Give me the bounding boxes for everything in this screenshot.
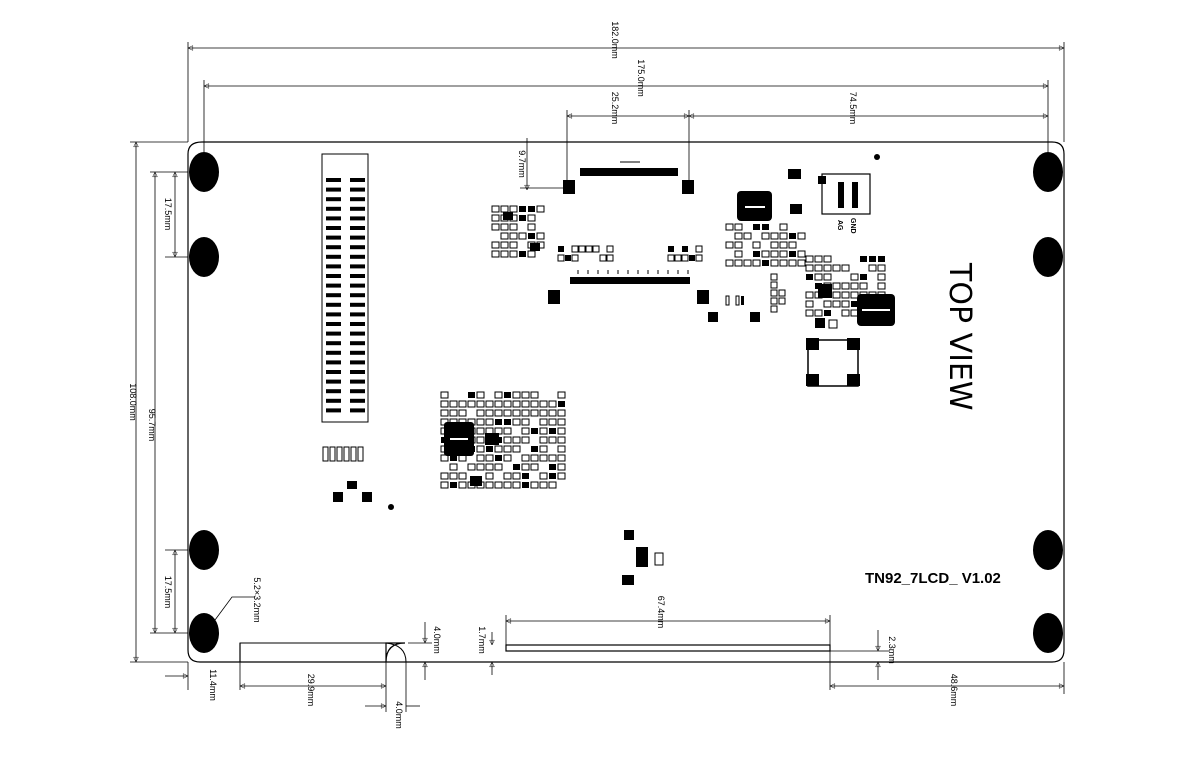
board-name: TN92_7LCD_ V1.02: [865, 570, 1001, 587]
dim-fpc-offset: 1.7mm: [477, 626, 487, 654]
dim-overall-height: 108.0mm: [128, 383, 138, 421]
dim-fpc-right: 48.6mm: [949, 674, 959, 707]
dim-fpc-width: 67.4mm: [656, 596, 666, 629]
bottom-fpc-slot: [505, 644, 831, 652]
bottom-notch: [239, 642, 407, 663]
dim-hole-pitch-bottom: 17.5mm: [163, 576, 173, 609]
dim-hole-span-x: 175.0mm: [636, 59, 646, 97]
dim-notch-height: 4.0mm: [432, 626, 442, 654]
dim-connector-height: 9.7mm: [517, 150, 527, 178]
dim-fpc-gap: 2.3mm: [887, 636, 897, 664]
dim-right-offset: 74.5mm: [848, 92, 858, 125]
dim-notch-width: 29.9mm: [306, 674, 316, 707]
mounting-holes: [189, 152, 1063, 653]
power-connector: AG GND: [818, 173, 871, 234]
pin-label-gnd: GND: [849, 218, 856, 234]
dim-notch-radius: 4.0mm: [394, 701, 404, 729]
component-pads: [440, 205, 886, 489]
view-label: TOP VIEW: [942, 262, 977, 411]
header-connector: [321, 153, 369, 462]
dimension-lines: [130, 42, 1064, 712]
inductors: [444, 191, 895, 456]
middle-fpc-connector: [548, 270, 709, 304]
dim-hole-span-y: 95.7mm: [147, 409, 157, 442]
dim-hole-pitch-top: 17.5mm: [163, 198, 173, 231]
pin-label-ag: AG: [836, 220, 843, 231]
top-fpc-connector: [563, 161, 694, 194]
dim-connector-width: 25.2mm: [610, 92, 620, 125]
dim-bottom-left-offset: 11.4mm: [208, 669, 218, 701]
dimension-labels: 182.0mm 175.0mm 25.2mm 74.5mm 9.7mm 108.…: [128, 21, 959, 729]
dim-hole-size: 5.2×3.2mm: [252, 577, 262, 622]
dim-overall-width: 182.0mm: [610, 21, 620, 59]
small-parts: [333, 154, 880, 585]
